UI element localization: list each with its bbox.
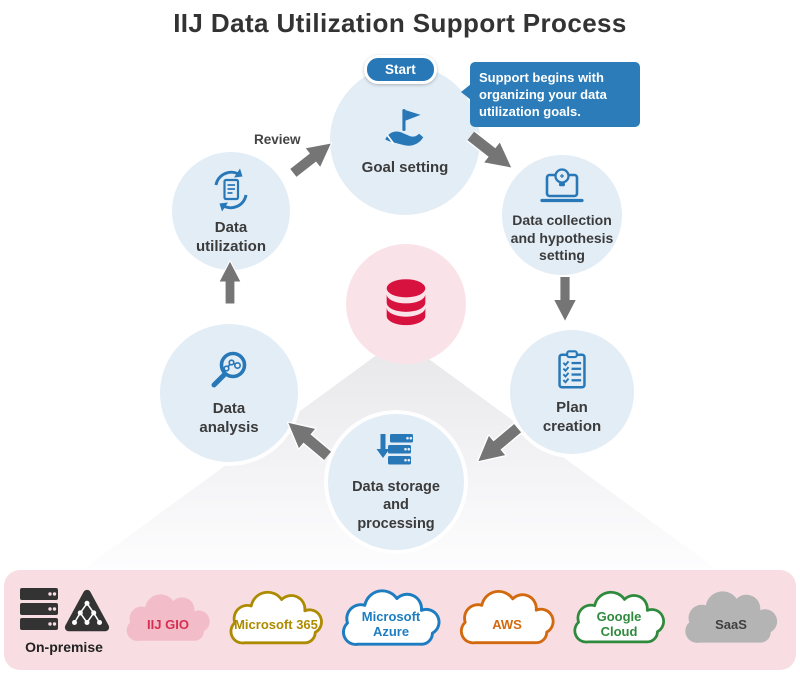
arrow-collection-to-plan	[552, 277, 578, 323]
start-badge: Start	[364, 55, 437, 84]
arrow-analysis-to-utilization	[218, 260, 243, 304]
platform-label: Microsoft 365	[234, 616, 318, 632]
step-label: Data collection and hypothesis setting	[510, 212, 614, 264]
step-data-storage: Data storage and processing	[328, 414, 464, 550]
platform-saas: SaaS	[678, 581, 784, 659]
network-pyramid-icon	[64, 589, 110, 631]
step-label: Goal setting	[361, 159, 449, 177]
platform-label: SaaS	[715, 616, 747, 632]
cloud-icon	[342, 588, 441, 646]
callout-bubble: Support begins with organizing your data…	[461, 62, 640, 128]
server-rack-icon	[20, 587, 58, 630]
database-icon	[386, 279, 426, 326]
cloud-icon	[229, 590, 323, 644]
platform-iij-gio: IIJ GIO	[120, 585, 216, 656]
platform-label: Microsoft Azure	[361, 609, 421, 639]
review-label: Review	[254, 132, 301, 147]
magnifier-chart-icon	[211, 351, 247, 388]
platform-microsoft-azure: Microsoft Azure	[336, 580, 446, 661]
cloud-icon	[573, 590, 665, 644]
arrow-goal-to-collection	[461, 124, 523, 182]
hand-flag-icon	[385, 109, 424, 146]
platform-label: AWS	[492, 616, 522, 632]
platform-aws: AWS	[454, 581, 560, 659]
server-download-icon	[376, 434, 413, 465]
step-label: Plan creation	[542, 398, 602, 435]
central-data-hub	[346, 244, 466, 364]
cloud-icon	[459, 589, 555, 645]
step-data-utilization: Data utilization	[172, 152, 290, 270]
step-label: Data utilization	[196, 218, 266, 255]
arrow-review-to-goal	[284, 131, 341, 185]
step-label: Data storage and processing	[352, 479, 440, 532]
arrow-plan-to-storage	[466, 416, 527, 474]
step-data-analysis: Data analysis	[160, 324, 298, 462]
platform-label: Google Cloud	[596, 609, 642, 639]
step-data-collection: Data collection and hypothesis setting	[502, 155, 622, 275]
step-goal-setting: Goal setting	[330, 65, 480, 215]
arrow-storage-to-analysis	[276, 409, 337, 467]
clipboard-checklist-icon	[558, 350, 586, 389]
page-title: IIJ Data Utilization Support Process	[173, 8, 627, 38]
step-plan-creation: Plan creation	[510, 330, 634, 454]
platform-label: On-premise	[25, 638, 103, 655]
platform-band: On-premise IIJ GIO Microsoft 365	[4, 570, 796, 670]
document-cycle-icon	[214, 168, 248, 212]
cloud-icon	[685, 591, 778, 643]
step-label: Data analysis	[199, 399, 259, 436]
cloud-icon	[126, 593, 210, 641]
platform-google-cloud: Google Cloud	[568, 582, 670, 658]
platform-microsoft-365: Microsoft 365	[224, 582, 328, 659]
laptop-bulb-icon	[540, 168, 584, 203]
platform-label: IIJ GIO	[147, 616, 189, 632]
platform-on-premise: On-premise	[16, 586, 112, 655]
